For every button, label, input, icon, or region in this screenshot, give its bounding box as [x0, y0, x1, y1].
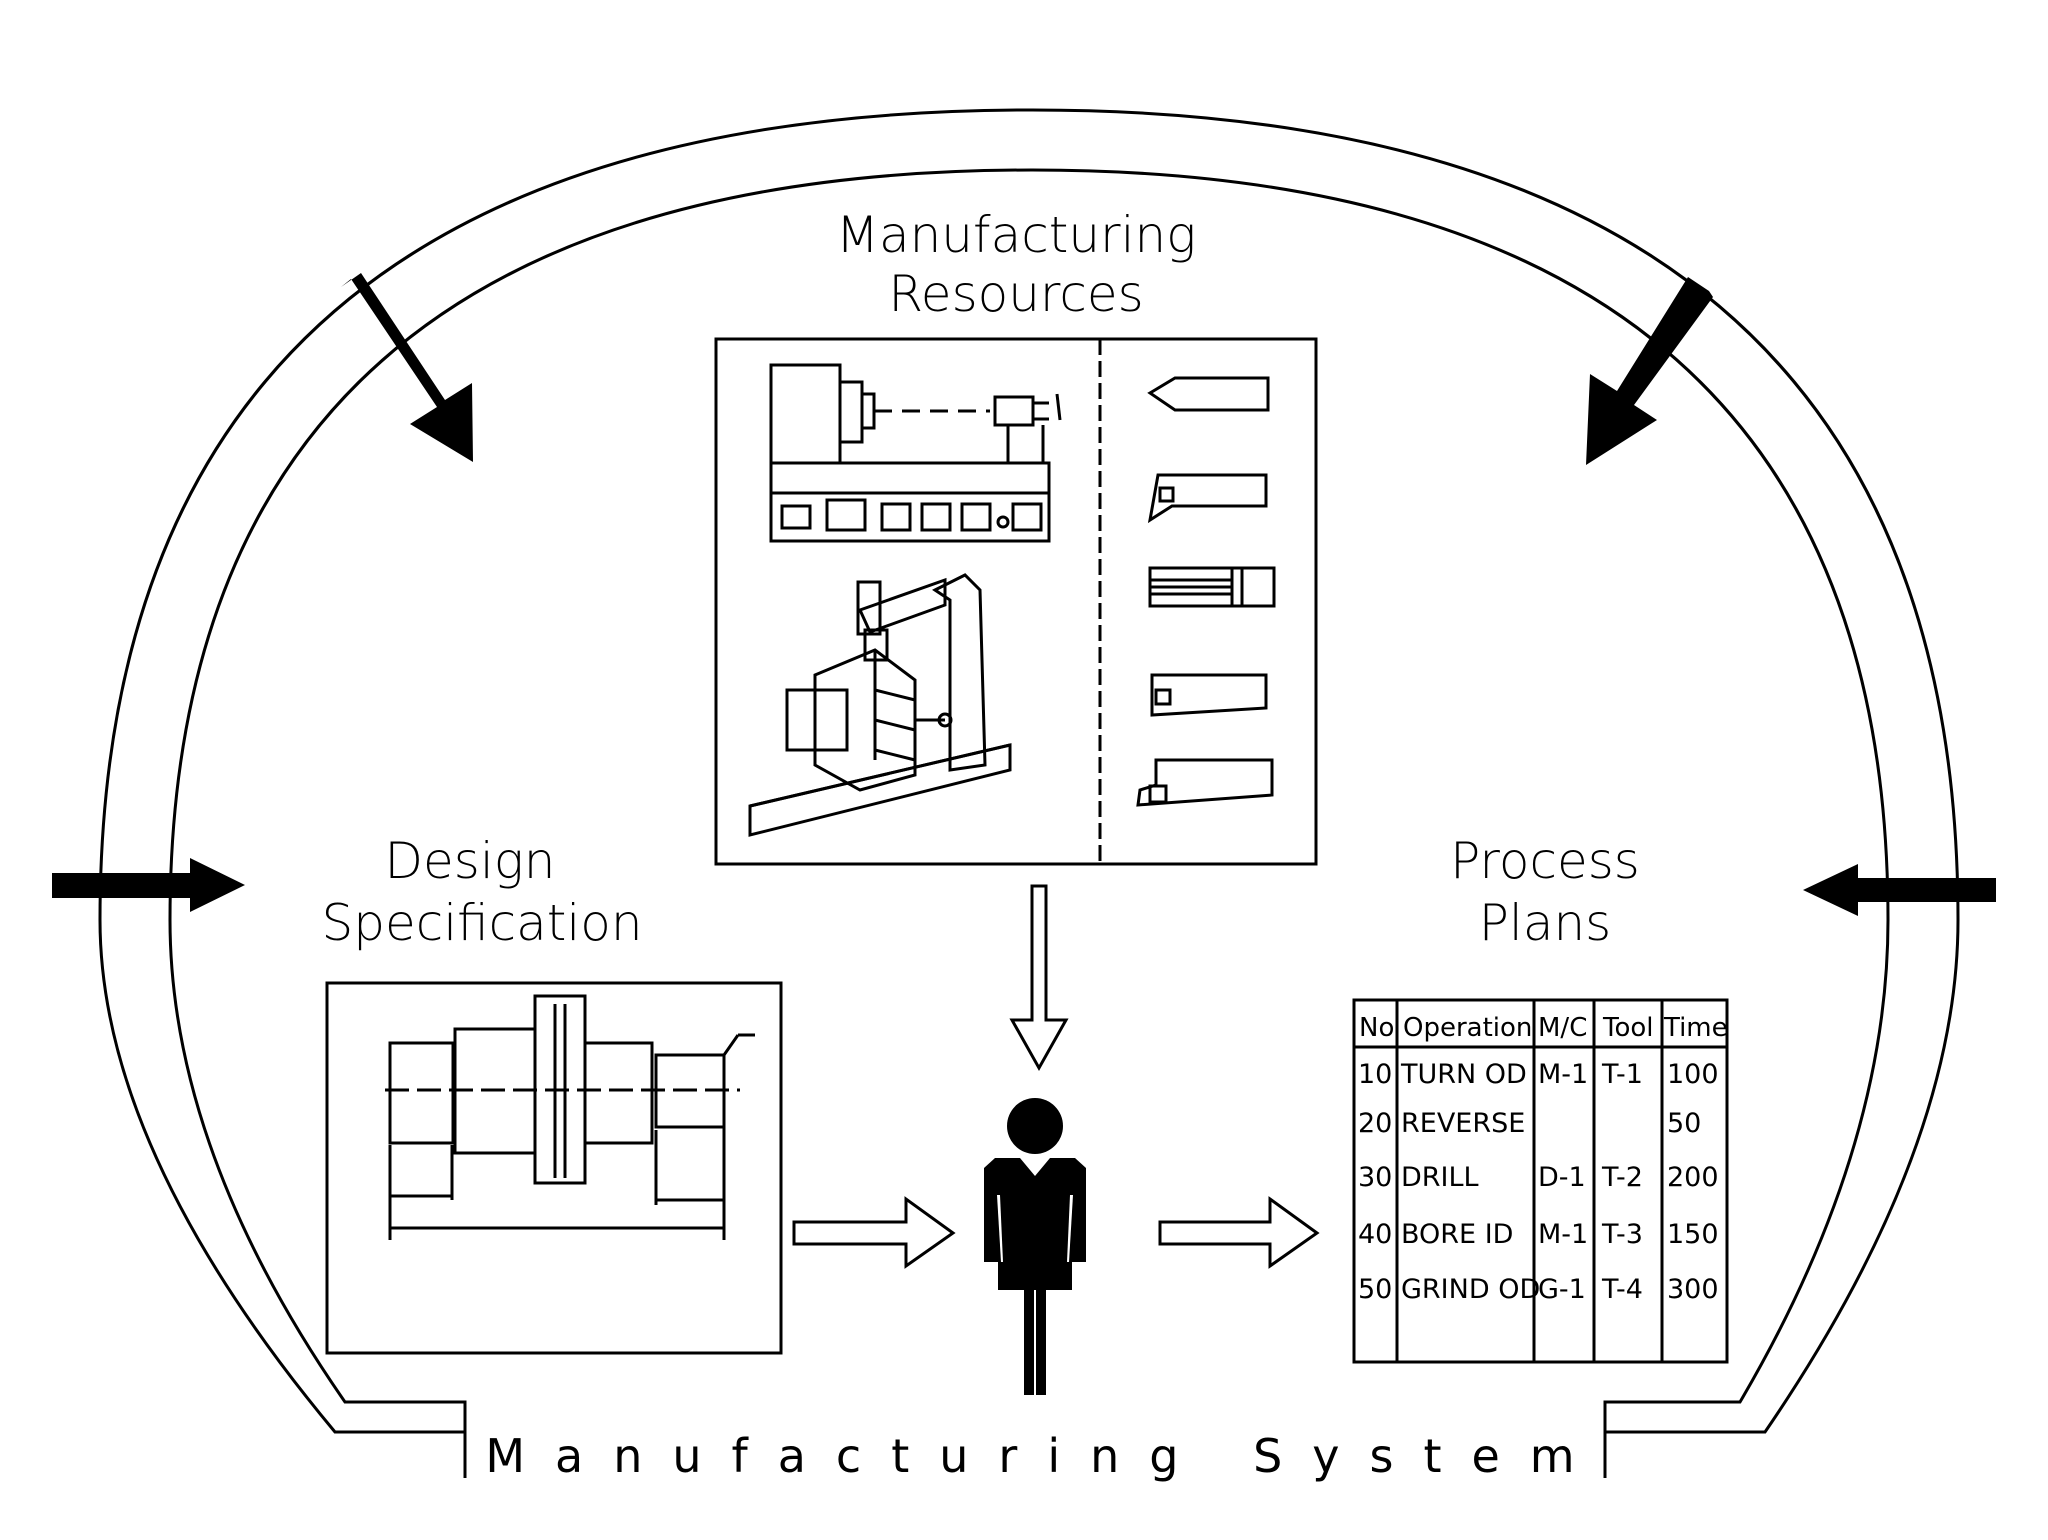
arrow-top-left — [341, 273, 473, 462]
table-header-tool: Tool — [1602, 1013, 1654, 1043]
process-plan-table: No Operation M/C Tool Time 10 TURN OD M-… — [1352, 998, 1729, 1364]
table-frame — [1352, 998, 1729, 1364]
resources-heading-line2: Resources — [888, 265, 1143, 323]
milling-machine-icon — [748, 573, 1012, 837]
table-row: 30 DRILL D-1 T-2 200 — [1358, 1162, 1719, 1193]
table-cell-operation: GRIND OD — [1401, 1274, 1540, 1305]
table-header-mc: M/C — [1538, 1013, 1587, 1043]
cutting-tools — [1136, 376, 1276, 807]
shaft-drawing — [385, 994, 755, 1240]
environment-arrows — [52, 273, 1996, 916]
resources-panel — [714, 337, 1318, 866]
table-cell-no: 50 — [1358, 1274, 1392, 1305]
resources-heading-line1: Manufacturing — [836, 206, 1196, 264]
arrow-resources-to-planner — [1009, 884, 1069, 1072]
arrow-planner-to-plans — [1158, 1196, 1320, 1269]
plans-heading-line2: Plans — [1479, 894, 1611, 952]
table-cell-no: 40 — [1358, 1219, 1392, 1250]
table-cell-tool: T-4 — [1601, 1274, 1643, 1305]
table-cell-tool: T-1 — [1601, 1059, 1643, 1090]
arrow-left — [52, 858, 245, 912]
design-panel — [325, 981, 783, 1355]
system-label: Manufacturing System — [485, 1429, 1604, 1483]
tool-boring-icon — [1147, 473, 1268, 524]
table-header-time: Time — [1663, 1013, 1728, 1043]
arch-outer-edge — [98, 108, 1960, 1478]
table-row: 40 BORE ID M-1 T-3 150 — [1358, 1219, 1719, 1250]
lathe-machine-icon — [769, 363, 1062, 543]
table-cell-mc: M-1 — [1538, 1219, 1588, 1250]
table-cell-time: 150 — [1667, 1219, 1719, 1250]
design-heading-line2: Specification — [321, 894, 642, 952]
table-cell-time: 300 — [1667, 1274, 1719, 1305]
table-cell-operation: DRILL — [1401, 1162, 1479, 1193]
tool-insert-icon-1 — [1158, 486, 1175, 503]
flow-arrows — [792, 884, 1320, 1269]
tool-threading-icon — [1136, 758, 1274, 807]
tool-grooving-icon — [1150, 673, 1268, 717]
table-cell-operation: TURN OD — [1400, 1059, 1527, 1090]
table-cell-mc: D-1 — [1538, 1162, 1586, 1193]
design-heading-line1: Design — [385, 832, 556, 890]
arrow-right — [1803, 864, 1996, 916]
table-cell-tool: T-3 — [1601, 1219, 1643, 1250]
table-cell-mc: M-1 — [1538, 1059, 1588, 1090]
table-cell-mc: G-1 — [1538, 1274, 1586, 1305]
table-row: 20 REVERSE 50 — [1358, 1108, 1701, 1139]
system-arch — [98, 108, 1960, 1478]
table-header-no: No — [1359, 1013, 1394, 1043]
arrow-top-right — [1586, 277, 1713, 465]
arch-left-leg — [168, 168, 1890, 1478]
plans-heading-line1: Process — [1450, 832, 1640, 890]
table-cell-operation: REVERSE — [1401, 1108, 1525, 1139]
table-cell-no: 10 — [1358, 1059, 1392, 1090]
tool-turning-icon — [1147, 376, 1270, 412]
table-cell-time: 200 — [1667, 1162, 1719, 1193]
table-cell-time: 50 — [1667, 1108, 1701, 1139]
person-icon — [984, 1098, 1086, 1395]
table-cell-operation: BORE ID — [1401, 1219, 1513, 1250]
table-row: 10 TURN OD M-1 T-1 100 — [1358, 1059, 1719, 1090]
design-frame — [325, 981, 783, 1355]
table-header-operation: Operation — [1403, 1013, 1532, 1043]
table-cell-tool: T-2 — [1601, 1162, 1643, 1193]
arrow-design-to-planner — [792, 1196, 956, 1269]
table-row: 50 GRIND OD G-1 T-4 300 — [1358, 1274, 1719, 1305]
table-cell-no: 20 — [1358, 1108, 1392, 1139]
table-cell-no: 30 — [1358, 1162, 1392, 1193]
resources-frame — [714, 337, 1318, 866]
table-cell-time: 100 — [1667, 1059, 1719, 1090]
